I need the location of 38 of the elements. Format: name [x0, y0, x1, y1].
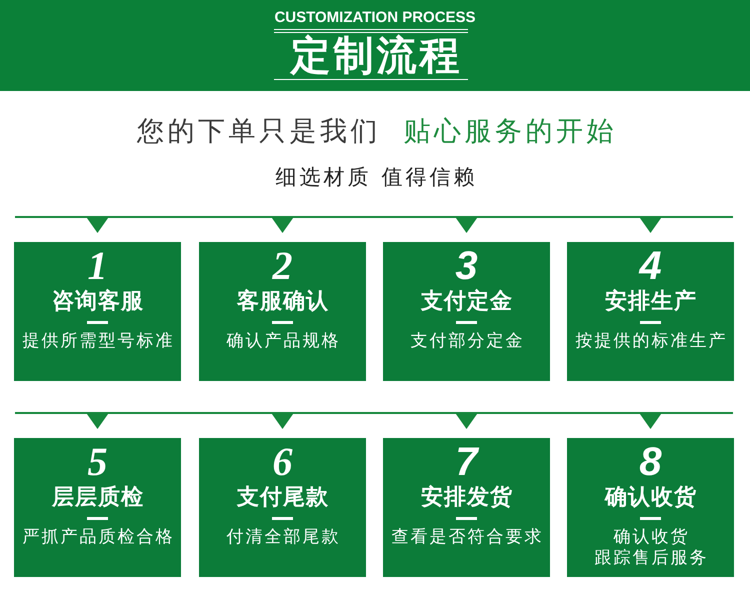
- step-card: [199, 242, 366, 381]
- step-number: 6: [272, 441, 292, 483]
- subtitle-text: CUSTOMIZATION PROCESS: [274, 9, 476, 27]
- step-number: 2: [272, 245, 292, 287]
- step-description: 严抓产品质检合格: [22, 526, 174, 548]
- step-description: 支付部分定金: [410, 330, 524, 352]
- step-description: 付清全部尾款: [226, 526, 340, 548]
- slogan-highlight-text: 贴心服务的开始: [402, 115, 617, 149]
- step-description: 跟踪售后服务: [594, 547, 708, 569]
- title: 定制流程: [288, 33, 462, 79]
- step-number: 4: [639, 245, 662, 287]
- step-description: 查看是否符合要求: [390, 526, 544, 548]
- step-card: [383, 242, 550, 381]
- tagline-text: 细选材质 值得信赖: [274, 164, 478, 191]
- step-title: 客服确认: [236, 288, 329, 316]
- step-card: [567, 242, 734, 381]
- step-card: [199, 438, 366, 577]
- step-description: 按提供的标准生产: [574, 330, 728, 352]
- step-title: 支付定金: [420, 288, 513, 316]
- step-number: 3: [455, 245, 478, 287]
- step-card: [567, 438, 734, 577]
- step-number: 7: [455, 441, 478, 483]
- slogan-text: 您的下单只是我们: [136, 115, 381, 149]
- step-card: [383, 438, 550, 577]
- step-title: 支付尾款: [236, 484, 329, 512]
- step-description: 确认收货: [612, 526, 690, 548]
- step-number: 1: [88, 245, 108, 287]
- step-number: 5: [88, 441, 108, 483]
- step-title: 确认收货: [604, 484, 697, 512]
- step-description: 确认产品规格: [226, 330, 340, 352]
- step-title: 层层质检: [51, 484, 144, 512]
- step-title: 咨询客服: [51, 288, 144, 316]
- step-title: 安排生产: [604, 288, 697, 316]
- step-description: 提供所需型号标准: [22, 330, 174, 352]
- step-number: 8: [639, 441, 662, 483]
- step-card: [14, 242, 181, 381]
- step-card: [14, 438, 181, 577]
- step-title: 安排发货: [420, 484, 513, 512]
